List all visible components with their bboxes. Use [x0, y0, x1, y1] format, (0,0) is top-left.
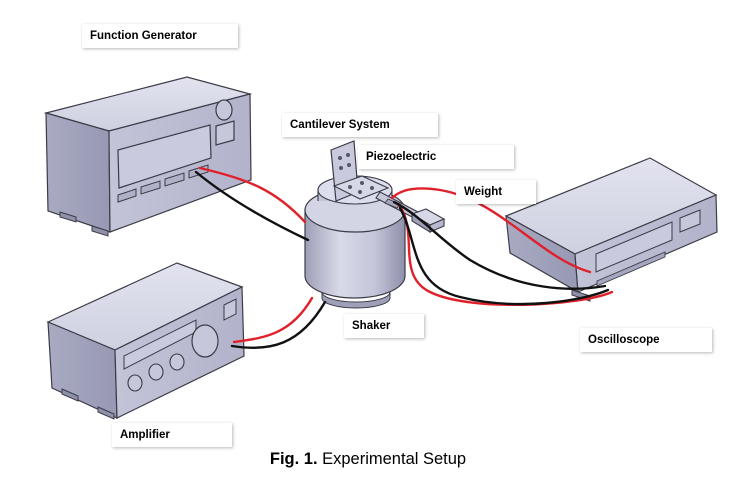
figure-caption-prefix: Fig. 1.	[269, 450, 318, 468]
wires	[194, 166, 614, 350]
oscilloscope-device	[504, 157, 718, 302]
amplifier-label: Amplifier	[112, 423, 232, 447]
wire-red-fg-shaker	[198, 166, 307, 224]
cantilever-system-label: Cantilever System	[282, 113, 438, 137]
figure-caption: Fig. 1. Experimental Setup	[0, 450, 736, 469]
amplifier-device	[46, 262, 245, 420]
shaker-label: Shaker	[344, 314, 424, 338]
wire-black-amp-shaker	[230, 300, 327, 350]
function-generator-label: Function Generator	[82, 24, 238, 48]
piezoelectric-label: Piezoelectric	[358, 145, 514, 169]
figure-caption-text: Experimental Setup	[317, 450, 467, 468]
wire-black-piezo-osc-2	[398, 206, 610, 306]
wire-black-piezo-osc-1	[392, 200, 607, 290]
cantilever-system	[330, 140, 446, 233]
wire-black-fg-shaker	[194, 170, 310, 242]
wire-red-piezo-osc-2	[396, 202, 614, 307]
function-generator-device	[43, 76, 253, 237]
weight-label: Weight	[456, 180, 536, 204]
wire-red-amp-shaker	[232, 296, 314, 344]
oscilloscope-label: Oscilloscope	[580, 328, 712, 352]
